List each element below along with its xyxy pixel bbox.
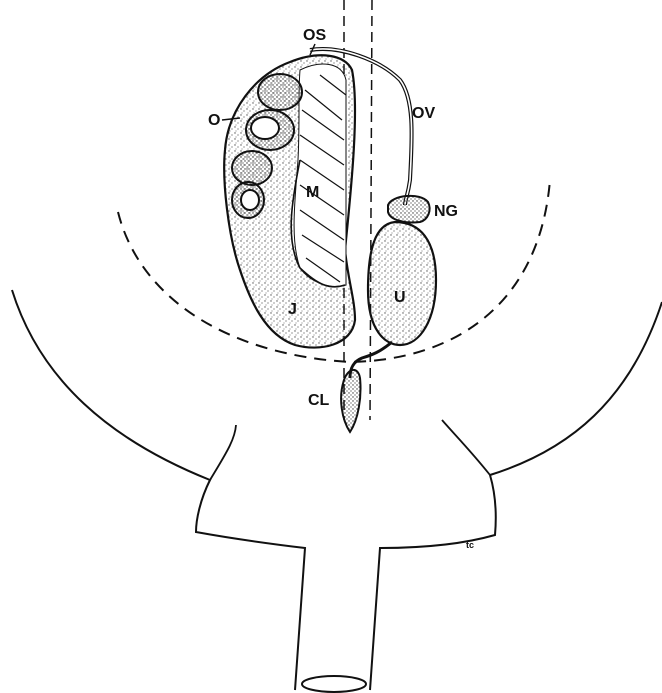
label-o: O: [208, 112, 220, 129]
body-outline: [12, 290, 662, 690]
stalk-opening: [302, 676, 366, 692]
label-ov: OV: [412, 105, 435, 122]
nidamental-gland: [388, 196, 430, 223]
cloaca: [341, 370, 360, 432]
label-ng: NG: [434, 203, 458, 220]
uterus: [368, 222, 436, 345]
label-os: OS: [303, 27, 326, 44]
left-shoulder-line: [210, 425, 236, 480]
label-mark: tc: [466, 540, 474, 550]
right-shoulder-line: [442, 420, 490, 475]
label-j: J: [288, 301, 297, 318]
label-m: M: [306, 184, 319, 201]
label-u: U: [394, 289, 406, 306]
label-cl: CL: [308, 392, 330, 409]
